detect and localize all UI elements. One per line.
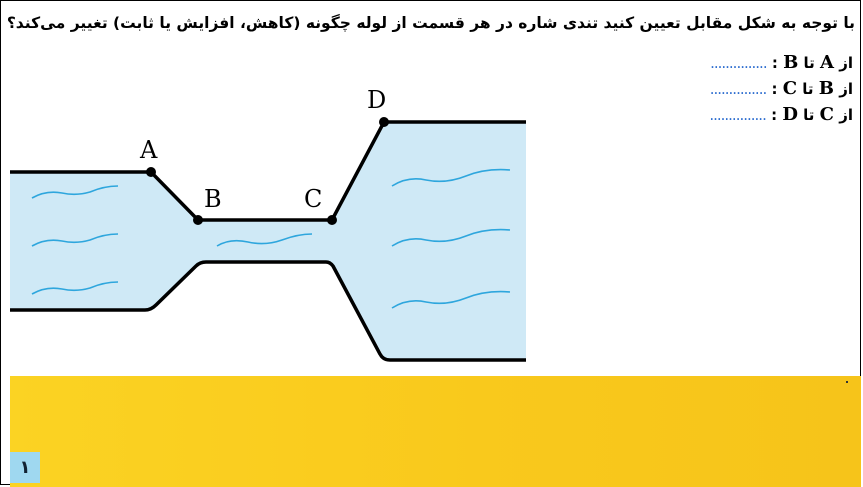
point-c-marker (327, 215, 337, 225)
row-to: D (782, 104, 798, 125)
pipe-top-wall (10, 120, 526, 222)
pipe-water (10, 122, 526, 361)
point-a-marker (146, 167, 156, 177)
answer-row-a-b: از A تا B : ............... (709, 50, 853, 76)
row-to: B (783, 52, 799, 73)
footer-band (10, 376, 861, 487)
row-prefix: از (839, 80, 853, 98)
pipe-diagram: A B C D (10, 86, 526, 362)
answer-blank[interactable]: ............... (709, 80, 768, 98)
row-prefix: از (839, 54, 853, 72)
flow-lines (31, 168, 511, 309)
pipe-bottom-wall (10, 260, 526, 362)
point-b-marker (193, 215, 203, 225)
row-from: B (818, 78, 834, 99)
row-colon: : (771, 54, 778, 72)
answer-blank[interactable]: ............... (710, 54, 768, 72)
answer-row-c-d: از C تا D : ............... (709, 102, 853, 128)
row-colon: : (771, 106, 778, 124)
point-b-label: B (204, 185, 222, 213)
question-text: با توجه به شکل مقابل تعیین کنید تندی شار… (6, 14, 855, 32)
point-d-label: D (367, 86, 386, 114)
point-d-marker (379, 117, 389, 127)
row-mid: تا (803, 106, 815, 124)
page-number: ۱ (10, 452, 40, 483)
point-c-label: C (304, 185, 322, 213)
row-prefix: از (839, 106, 853, 124)
answer-row-b-c: از B تا C : ............... (709, 76, 853, 102)
row-to: C (782, 78, 798, 99)
row-from: A (820, 52, 834, 73)
answer-list: از A تا B : ............... از B تا C : … (709, 50, 853, 128)
row-colon: : (771, 80, 778, 98)
answer-blank[interactable]: ............... (709, 106, 767, 124)
row-mid: تا (802, 80, 814, 98)
decorative-dot (846, 381, 848, 383)
row-mid: تا (803, 54, 815, 72)
row-from: C (819, 104, 834, 125)
point-a-label: A (139, 136, 158, 164)
